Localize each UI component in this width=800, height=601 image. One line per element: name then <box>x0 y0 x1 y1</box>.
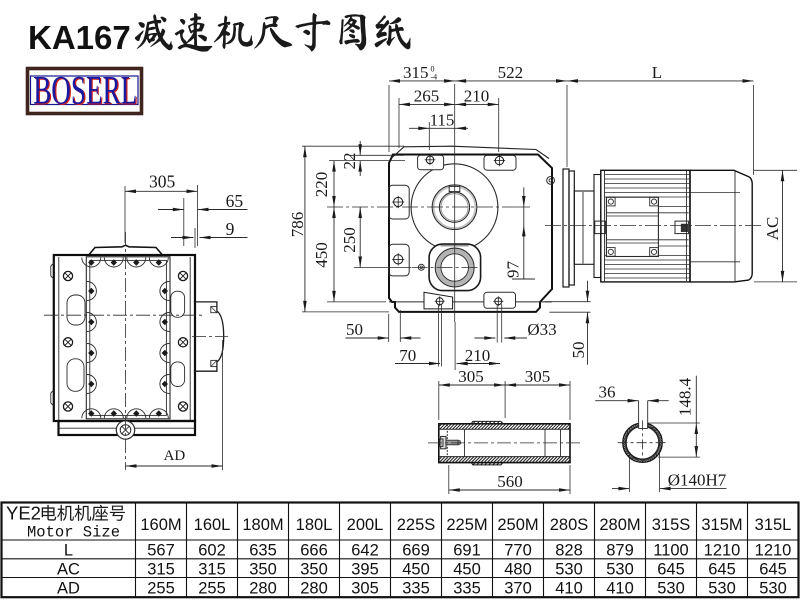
svg-text:315S: 315S <box>652 516 691 534</box>
svg-text:Motor Size: Motor Size <box>27 524 120 542</box>
svg-text:160L: 160L <box>194 516 231 534</box>
svg-text:Ø33: Ø33 <box>527 320 556 339</box>
svg-text:350: 350 <box>249 561 277 579</box>
svg-text:305: 305 <box>525 367 551 386</box>
svg-text:480: 480 <box>504 561 532 579</box>
svg-text:450: 450 <box>453 561 481 579</box>
svg-text:305: 305 <box>351 580 379 598</box>
svg-text:115: 115 <box>430 110 455 129</box>
svg-text:265: 265 <box>414 86 440 105</box>
svg-text:530: 530 <box>708 580 736 598</box>
svg-text:0: 0 <box>431 65 435 74</box>
svg-text:280M: 280M <box>599 516 640 534</box>
svg-text:225M: 225M <box>446 516 487 534</box>
svg-text:BOSERL: BOSERL <box>33 67 137 112</box>
svg-text:1210: 1210 <box>704 542 741 560</box>
svg-text:370: 370 <box>504 580 532 598</box>
svg-text:1210: 1210 <box>755 542 792 560</box>
svg-text:410: 410 <box>606 580 634 598</box>
svg-text:315: 315 <box>198 561 226 579</box>
svg-text:879: 879 <box>606 542 634 560</box>
svg-text:180L: 180L <box>296 516 333 534</box>
svg-text:691: 691 <box>453 542 481 560</box>
svg-text:225S: 225S <box>397 516 436 534</box>
svg-text:250M: 250M <box>497 516 538 534</box>
svg-text:770: 770 <box>504 542 532 560</box>
svg-text:L: L <box>64 542 73 560</box>
svg-text:255: 255 <box>198 580 226 598</box>
svg-text:522: 522 <box>498 63 524 82</box>
svg-text:560: 560 <box>497 472 523 491</box>
svg-text:AC: AC <box>57 561 80 579</box>
svg-text:315: 315 <box>147 561 175 579</box>
svg-text:315L: 315L <box>755 516 792 534</box>
svg-text:160M: 160M <box>140 516 181 534</box>
svg-text:642: 642 <box>351 542 379 560</box>
svg-text:280: 280 <box>300 580 328 598</box>
svg-text:L: L <box>652 63 662 82</box>
svg-text:305: 305 <box>149 171 176 191</box>
svg-text:280: 280 <box>249 580 277 598</box>
svg-text:530: 530 <box>606 561 634 579</box>
svg-text:602: 602 <box>198 542 226 560</box>
svg-text:530: 530 <box>759 580 787 598</box>
svg-text:65: 65 <box>226 191 244 211</box>
svg-text:669: 669 <box>402 542 430 560</box>
svg-text:BOSERL: BOSERL <box>34 68 138 113</box>
svg-text:250: 250 <box>340 227 359 253</box>
svg-text:315: 315 <box>403 63 429 82</box>
svg-text:305: 305 <box>458 367 484 386</box>
svg-text:280S: 280S <box>550 516 589 534</box>
svg-text:210: 210 <box>464 86 490 105</box>
svg-text:335: 335 <box>402 580 430 598</box>
svg-text:97: 97 <box>504 261 523 279</box>
svg-text:210: 210 <box>465 346 491 365</box>
svg-text:1100: 1100 <box>653 542 688 560</box>
svg-text:180M: 180M <box>242 516 283 534</box>
svg-text:635: 635 <box>249 542 277 560</box>
svg-text:645: 645 <box>708 561 736 579</box>
svg-text:KA167: KA167 <box>28 19 131 56</box>
svg-text:335: 335 <box>453 580 481 598</box>
svg-text:395: 395 <box>351 561 379 579</box>
svg-text:AD: AD <box>164 448 186 464</box>
svg-text:70: 70 <box>399 346 416 365</box>
svg-text:AC: AC <box>763 217 782 241</box>
svg-text:Ø140H7: Ø140H7 <box>668 471 727 490</box>
svg-text:36: 36 <box>599 383 616 402</box>
svg-text:9: 9 <box>226 219 235 239</box>
svg-text:567: 567 <box>147 542 175 560</box>
svg-text:645: 645 <box>657 561 685 579</box>
svg-text:AD: AD <box>57 580 80 598</box>
svg-text:315M: 315M <box>701 516 742 534</box>
svg-text:YE2: YE2 <box>6 503 41 524</box>
svg-text:200L: 200L <box>347 516 384 534</box>
svg-text:530: 530 <box>657 580 685 598</box>
svg-text:786: 786 <box>288 212 307 238</box>
svg-text:220: 220 <box>312 172 331 198</box>
svg-text:530: 530 <box>555 561 583 579</box>
svg-text:450: 450 <box>312 242 331 268</box>
svg-text:50: 50 <box>569 342 588 359</box>
svg-text:350: 350 <box>300 561 328 579</box>
svg-text:828: 828 <box>555 542 583 560</box>
svg-text:450: 450 <box>402 561 430 579</box>
svg-text:-4: -4 <box>431 73 438 82</box>
svg-text:255: 255 <box>147 580 175 598</box>
svg-text:148.4: 148.4 <box>675 377 694 416</box>
svg-text:645: 645 <box>759 561 787 579</box>
svg-text:666: 666 <box>300 542 328 560</box>
svg-text:410: 410 <box>555 580 583 598</box>
svg-text:50: 50 <box>346 320 363 339</box>
svg-text:22: 22 <box>340 153 359 170</box>
